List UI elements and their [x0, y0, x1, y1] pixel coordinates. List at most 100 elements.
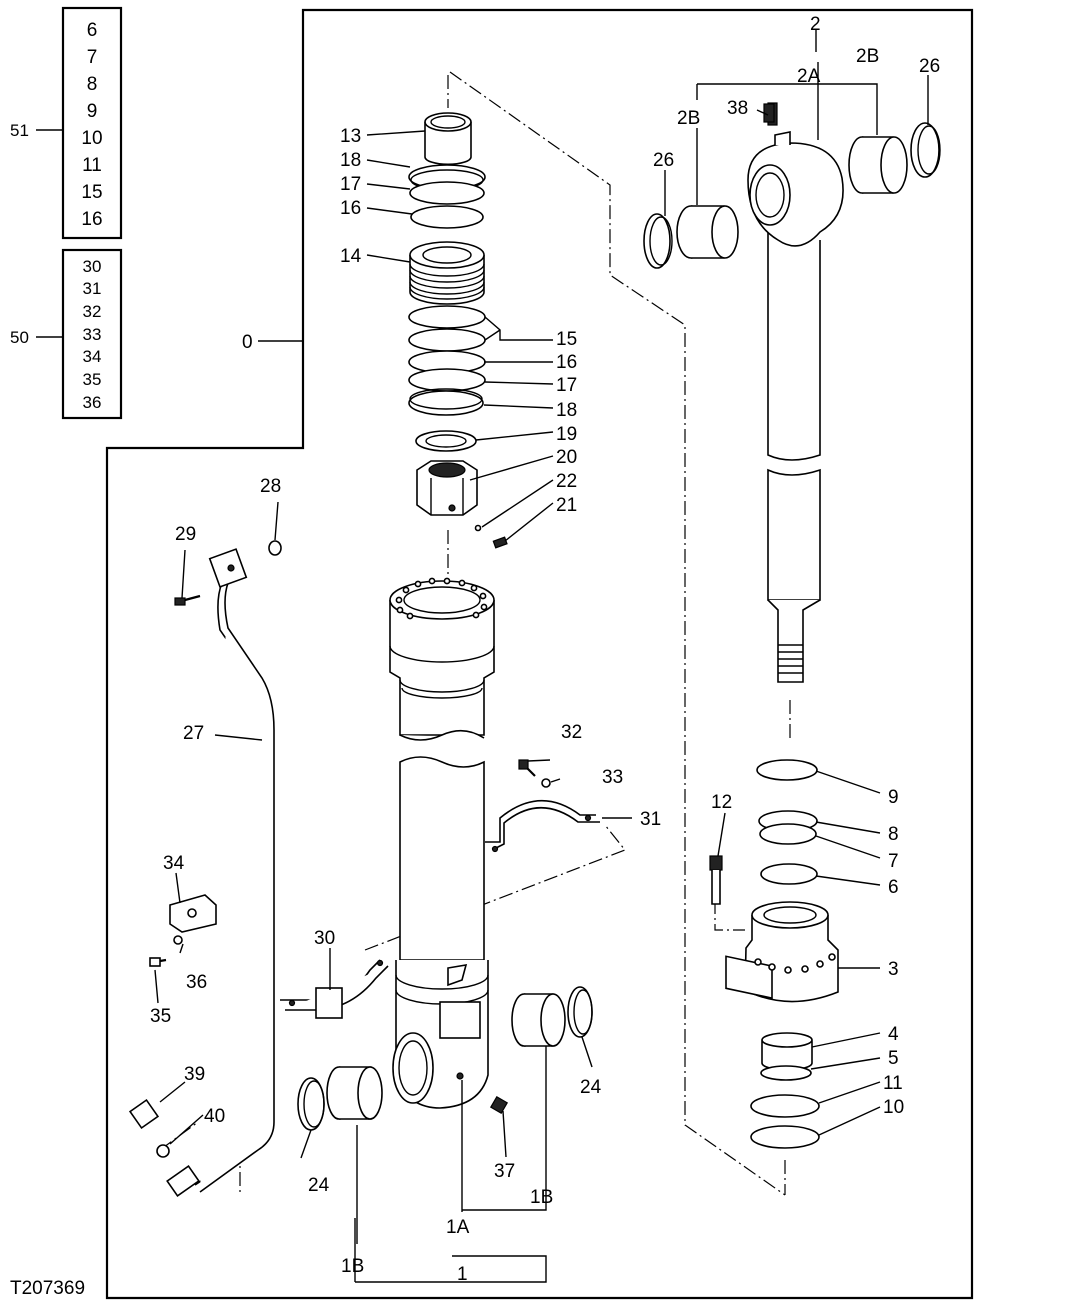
part-1B-bushing: [326, 1066, 383, 1120]
figure-id: T207369: [10, 1278, 85, 1299]
callout-4: 4: [888, 1024, 899, 1045]
callout-12: 12: [711, 792, 732, 813]
callout-6: 6: [888, 877, 899, 898]
callout-5: 5: [888, 1048, 899, 1069]
centerline-right: [714, 700, 791, 1195]
callout-17: 17: [556, 375, 577, 396]
part-11-ring: [750, 1094, 820, 1118]
part-30-clamp: [280, 959, 389, 1019]
callout-20: 20: [556, 447, 577, 468]
callout-11: 11: [883, 1073, 903, 1094]
part-1-cylinder-tube: [389, 577, 495, 1109]
callout-39: 39: [184, 1064, 205, 1085]
diagram-frame: [105, 8, 974, 1300]
callout-16: 16: [556, 352, 577, 373]
callout-8: 8: [888, 824, 899, 845]
callout-16: 16: [340, 198, 361, 219]
part-40-oring: [156, 1144, 170, 1158]
part-3-rod-guide-head: [725, 901, 839, 1003]
part-28-oring: [268, 540, 282, 556]
part-2B-bushing: [676, 205, 739, 259]
kit-51-label: 51: [10, 121, 29, 140]
kit-51-item: 10: [81, 128, 102, 149]
kit-50-item: 35: [83, 370, 102, 389]
part-19-washer: [415, 430, 477, 452]
part-32-bolt: [518, 759, 536, 777]
part-35-bolt: [149, 957, 167, 967]
callout-29: 29: [175, 524, 196, 545]
callout-15: 15: [556, 329, 577, 350]
kit-50-item: 33: [83, 325, 102, 344]
callout-40: 40: [204, 1106, 225, 1127]
kit-51-item: 11: [82, 155, 102, 176]
callout-2A: 2A: [797, 66, 821, 87]
callout-35: 35: [150, 1006, 171, 1027]
part-18-ring-lower: [408, 388, 484, 416]
part-1B-bushing: [511, 993, 566, 1047]
kit-50-item: 34: [83, 347, 102, 366]
part-34-block: [169, 894, 217, 933]
kit-51-item: 16: [81, 209, 102, 230]
part-33-washer: [541, 778, 551, 788]
part-17-ring-upper: [409, 181, 485, 205]
callout-32: 32: [561, 722, 582, 743]
part-17-ring-lower: [408, 368, 486, 392]
part-36-washer: [173, 935, 183, 945]
part-21-set-screw: [492, 536, 508, 549]
callout-1A: 1A: [446, 1217, 470, 1238]
part-39-fitting: [128, 1098, 160, 1130]
centerline-rod: [449, 71, 786, 1196]
callout-1B: 1B: [530, 1187, 553, 1208]
callout-2B: 2B: [677, 108, 700, 129]
part-22-ball: [474, 524, 482, 532]
part-5-ring: [760, 1065, 812, 1081]
callout-10: 10: [883, 1097, 904, 1118]
callout-34: 34: [163, 853, 185, 874]
kit-50-item: 32: [83, 302, 102, 321]
callout-7: 7: [888, 851, 899, 872]
part-line-flange: [208, 548, 248, 588]
callout-13: 13: [340, 126, 361, 147]
kit-51-box: [61, 6, 123, 240]
part-9-seal: [756, 759, 818, 781]
part-7-ring: [759, 823, 817, 845]
callout-3: 3: [888, 959, 899, 980]
part-16-ring-upper: [410, 205, 484, 229]
callout-14: 14: [340, 246, 362, 267]
kit-50-box: [61, 248, 123, 420]
part-4-bushing: [761, 1032, 813, 1071]
assembly-label: 0: [242, 332, 253, 353]
callout-37: 37: [494, 1161, 515, 1182]
part-20-nut: [416, 460, 478, 516]
callout-38: 38: [727, 98, 748, 119]
callout-28: 28: [260, 476, 281, 497]
part-31-clamp: [485, 799, 600, 853]
kit-51-item: 15: [81, 182, 102, 203]
callout-30: 30: [314, 928, 335, 949]
part-line-elbow: [166, 1165, 200, 1197]
callout-2: 2: [810, 14, 821, 35]
callout-26: 26: [919, 56, 940, 77]
part-15-ring: [408, 328, 486, 352]
callout-21: 21: [556, 495, 577, 516]
callout-18: 18: [556, 400, 577, 421]
callout-26: 26: [653, 150, 674, 171]
kit-51-item: 6: [87, 20, 98, 41]
part-24-seal: [567, 986, 593, 1038]
kit-51-item: 9: [87, 101, 98, 122]
part-37-grease-fitting: [489, 1095, 509, 1115]
callout-24: 24: [580, 1077, 602, 1098]
callout-27: 27: [183, 723, 204, 744]
part-10-ring: [750, 1125, 820, 1149]
kit-50-item: 31: [83, 279, 102, 298]
callout-22: 22: [556, 471, 577, 492]
callout-9: 9: [888, 787, 899, 808]
callout-24: 24: [308, 1175, 330, 1196]
part-29-bolt: [174, 594, 201, 606]
kit-50-item: 30: [83, 257, 102, 276]
callout-1B: 1B: [341, 1256, 364, 1277]
kit-51-item: 8: [87, 74, 98, 95]
kit-50-item: 36: [83, 393, 102, 412]
kit-51-item: 7: [87, 47, 98, 68]
